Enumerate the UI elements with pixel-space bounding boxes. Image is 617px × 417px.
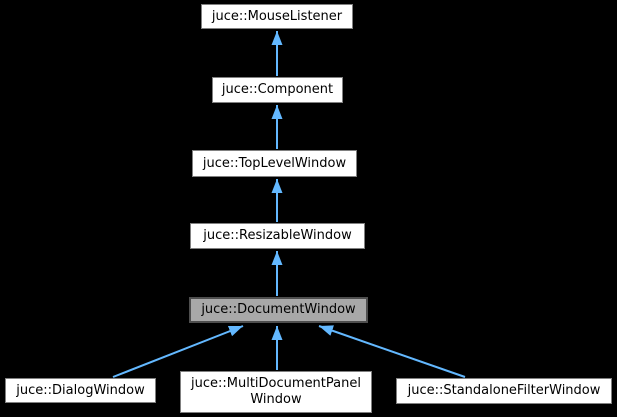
edge-dialogwindow-to-documentwindow	[112, 325, 244, 378]
class-node-standalone-filter-window[interactable]: juce::StandaloneFilterWindow	[396, 378, 612, 404]
class-node-top-level-window[interactable]: juce::TopLevelWindow	[192, 150, 357, 177]
class-node-mouse-listener[interactable]: juce::MouseListener	[201, 4, 353, 29]
class-node-resizable-window[interactable]: juce::ResizableWindow	[190, 223, 365, 249]
class-node-multi-document-panel-window[interactable]: juce::MultiDocumentPanel Window	[180, 371, 372, 413]
class-node-document-window-current: juce::DocumentWindow	[189, 297, 368, 323]
edge-standalonefilterwindow-to-documentwindow	[318, 325, 466, 378]
class-node-dialog-window[interactable]: juce::DialogWindow	[5, 378, 156, 403]
class-node-component[interactable]: juce::Component	[212, 77, 343, 103]
